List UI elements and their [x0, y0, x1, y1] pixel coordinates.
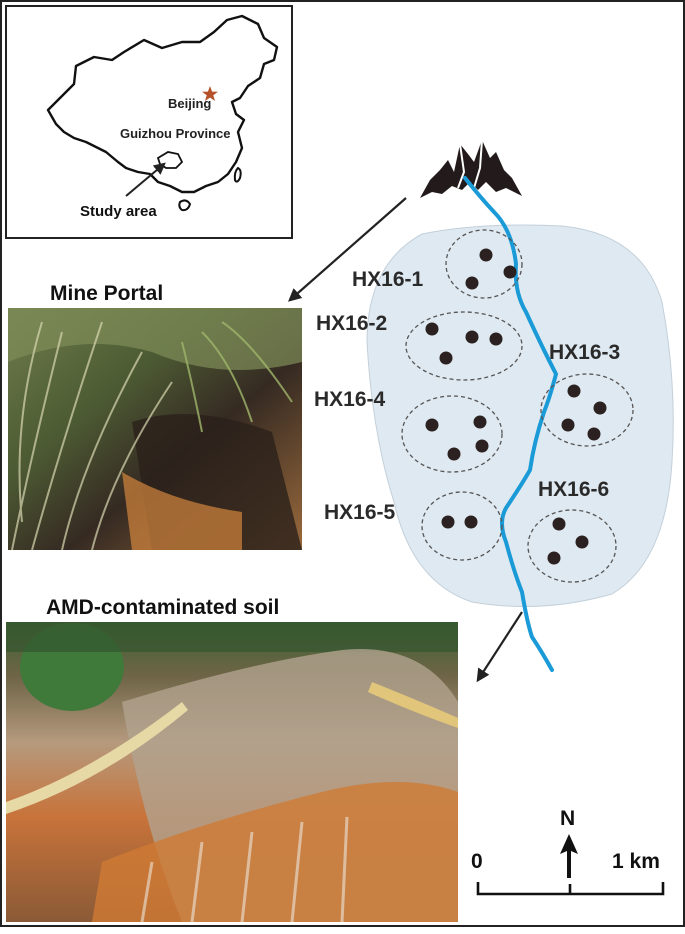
site-hx16-1: HX16-1 — [352, 229, 523, 299]
amd-soil-photo — [6, 622, 458, 923]
site-hx16-4: HX16-4 — [314, 388, 503, 473]
site-label-hx16-3: HX16-3 — [549, 341, 620, 364]
site-label-hx16-2: HX16-2 — [316, 312, 387, 335]
scale-bar: 0 1 km — [471, 850, 665, 896]
scale-end-label: 1 km — [612, 850, 660, 873]
study-area-pointer — [125, 162, 166, 197]
amd-soil-panel: AMD-contaminated soil — [6, 596, 458, 923]
province-label: Guizhou Province — [120, 126, 231, 141]
arrow-to-amd-soil — [476, 611, 523, 683]
mine-portal-panel: Mine Portal — [8, 282, 302, 551]
amd-soil-title: AMD-contaminated soil — [46, 596, 279, 619]
taiwan-island — [233, 166, 242, 183]
river — [463, 176, 558, 672]
site-label-hx16-4: HX16-4 — [314, 388, 386, 411]
site-hx16-3: HX16-3 — [540, 341, 634, 447]
china-outline — [46, 14, 279, 194]
site-hx16-5: HX16-5 — [324, 491, 503, 561]
north-arrow-icon — [560, 834, 578, 878]
scale-start-label: 0 — [471, 850, 483, 873]
site-label-hx16-5: HX16-5 — [324, 501, 396, 524]
north-label: N — [560, 807, 575, 830]
arrow-to-mine-portal — [288, 197, 407, 302]
capital-star-marker — [202, 86, 218, 101]
hainan-island — [178, 199, 192, 212]
mountain-icon — [420, 139, 522, 198]
inset-map: Beijing Guizhou Province Study area — [5, 5, 293, 239]
site-label-hx16-6: HX16-6 — [538, 478, 609, 501]
site-hx16-2: HX16-2 — [316, 311, 523, 381]
mine-portal-title: Mine Portal — [50, 282, 163, 305]
study-area-label: Study area — [80, 203, 157, 220]
mine-portal-photo — [8, 308, 302, 551]
scale-bar-line — [476, 882, 665, 896]
site-hx16-6: HX16-6 — [527, 478, 617, 583]
capital-label: Beijing — [168, 96, 211, 111]
site-map: HX16-1 HX16-2 HX16-3 HX16-4 — [288, 139, 674, 683]
north-arrow: N — [560, 807, 578, 878]
study-area-shape — [366, 224, 674, 607]
site-label-hx16-1: HX16-1 — [352, 268, 424, 291]
